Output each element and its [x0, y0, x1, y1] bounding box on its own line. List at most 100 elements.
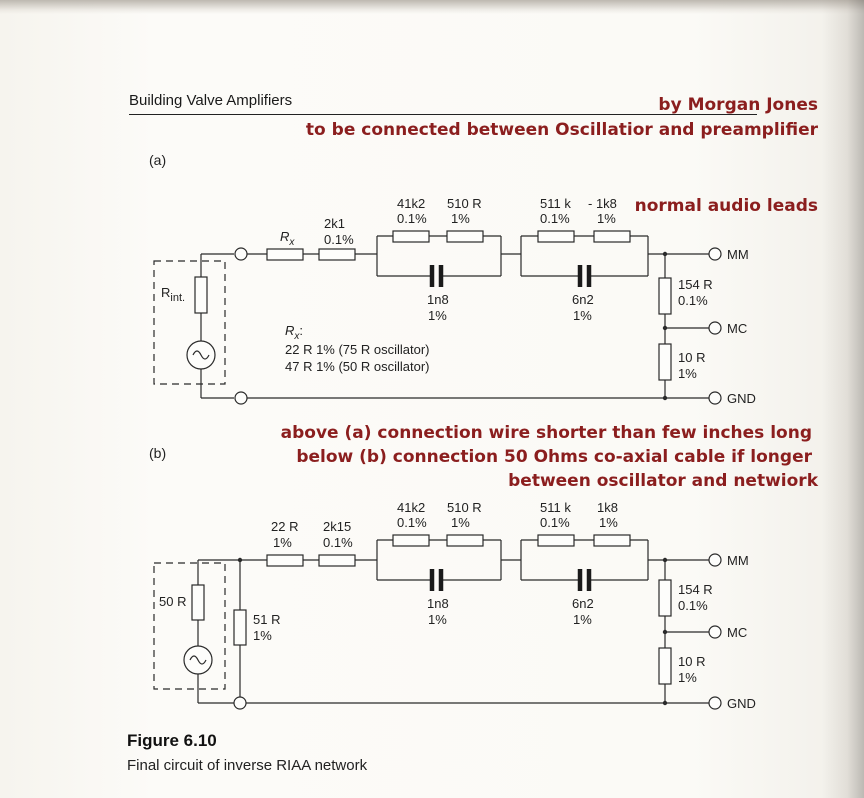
resistor-10-b — [658, 647, 672, 685]
resistor-1k8-b — [593, 534, 631, 547]
resistor-rx — [266, 248, 304, 261]
r-10-tol-a: 1% — [678, 366, 697, 381]
resistor-51r-b — [233, 609, 247, 646]
r-154-value-a: 154 R — [678, 277, 713, 292]
r-154-value-b: 154 R — [678, 582, 713, 597]
output-mc-label-a: MC — [727, 321, 747, 336]
leads-annotation: normal audio leads — [634, 196, 818, 216]
circuit-a-label: (a) — [149, 152, 167, 168]
r-51-tol-b: 1% — [253, 628, 272, 643]
output-mc-label-b: MC — [727, 625, 747, 640]
output-mm-label-a: MM — [727, 247, 749, 262]
output-mm-label-b: MM — [727, 553, 749, 568]
resistor-2k15-b — [318, 554, 356, 567]
figure-caption: Final circuit of inverse RIAA network — [127, 757, 368, 774]
resistor-154-b — [658, 579, 672, 617]
c-6n2-tol-b: 1% — [573, 612, 592, 627]
below-annotation-line2: between oscillator and netwiork — [508, 471, 818, 491]
r-41k2-tol-b: 0.1% — [397, 515, 427, 530]
resistor-154-a — [658, 277, 672, 315]
resistor-1k8-a — [593, 230, 631, 243]
book-title: Building Valve Amplifiers — [129, 92, 293, 109]
book-spine-shadow — [822, 0, 864, 798]
r-510-tol-a: 1% — [451, 211, 470, 226]
ground-terminal-b — [233, 696, 247, 710]
r-41k2-tol-a: 0.1% — [397, 211, 427, 226]
output-gnd-label-a: GND — [727, 391, 756, 406]
r-41k2-value-b: 41k2 — [397, 500, 425, 515]
r-510-value-a: 510 R — [447, 196, 482, 211]
header-rule — [129, 114, 757, 115]
resistor-10-a — [658, 343, 672, 381]
r-10-value-a: 10 R — [678, 350, 705, 365]
r-1k8-tol-a: 1% — [597, 211, 616, 226]
input-terminal-a — [234, 247, 248, 261]
terminal-gnd-b — [708, 696, 722, 710]
terminal-mm-b — [708, 553, 722, 567]
c-1n8-value-b: 1n8 — [427, 596, 449, 611]
r-10-value-b: 10 R — [678, 654, 705, 669]
resistor-22r-b — [266, 554, 304, 567]
above-annotation: above (a) connection wire shorter than f… — [280, 423, 812, 443]
r-154-tol-a: 0.1% — [678, 293, 708, 308]
c-1n8-value-a: 1n8 — [427, 292, 449, 307]
r-41k2-value-a: 41k2 — [397, 196, 425, 211]
rx-label: Rx — [280, 229, 295, 248]
scan-top-edge — [0, 0, 864, 14]
resistor-50r — [191, 584, 205, 621]
circuit-b-label: (b) — [149, 445, 167, 461]
author-annotation: by Morgan Jones — [658, 95, 818, 115]
r-510-value-b: 510 R — [447, 500, 482, 515]
r-22-tol-b: 1% — [273, 535, 292, 550]
resistor-41k2-a — [392, 230, 430, 243]
circuit-a: Rint. Rx 2k1 0.1% 41k2 0.1% 510 R 1% 1n8… — [153, 196, 756, 406]
below-annotation-line1: below (b) connection 50 Ohms co-axial ca… — [296, 447, 812, 467]
node-mm-a — [662, 251, 668, 257]
oscillator-box-b — [153, 562, 226, 690]
oscillator-box-a — [153, 260, 226, 385]
r-10-tol-b: 1% — [678, 670, 697, 685]
c-6n2-value-b: 6n2 — [572, 596, 594, 611]
r-510-tol-b: 1% — [451, 515, 470, 530]
resistor-510-a — [446, 230, 484, 243]
r-511k-tol-b: 0.1% — [540, 515, 570, 530]
resistor-2k1 — [318, 248, 356, 261]
stage2-wires-a — [520, 235, 709, 277]
r-50-label: 50 R — [159, 594, 186, 609]
resistor-rint — [194, 276, 208, 314]
resistor-511k-a — [537, 230, 575, 243]
rx-note-line2: 47 R 1% (50 R oscillator) — [285, 359, 430, 374]
r-51-value-b: 51 R — [253, 612, 280, 627]
terminal-mc-a — [708, 321, 722, 335]
r-22-value-b: 22 R — [271, 519, 298, 534]
r-511k-value-b: 511 k — [540, 500, 571, 515]
sine-wave-a-icon — [192, 350, 210, 360]
circuit-b: 50 R 22 R 1% 2k15 0.1% 51 R 1% 41k2 0.1%… — [153, 500, 756, 711]
output-gnd-label-b: GND — [727, 696, 756, 711]
node-mm-b — [662, 557, 668, 563]
rx-note-title: Rx: — [285, 323, 303, 342]
r-1k8-value-a: - 1k8 — [588, 196, 617, 211]
figure-number: Figure 6.10 — [127, 731, 217, 750]
r-511k-tol-a: 0.1% — [540, 211, 570, 226]
r-2k1-tol: 0.1% — [324, 232, 354, 247]
resistor-510-b — [446, 534, 484, 547]
stage1-wires-a — [376, 235, 521, 277]
r-2k15-tol-b: 0.1% — [323, 535, 353, 550]
ground-terminal-a — [234, 391, 248, 405]
r-154-tol-b: 0.1% — [678, 598, 708, 613]
stage1-wires-b — [376, 539, 521, 581]
r-511k-value-a: 511 k — [540, 196, 571, 211]
resistor-511k-b — [537, 534, 575, 547]
c-6n2-value-a: 6n2 — [572, 292, 594, 307]
r-1k8-value-b: 1k8 — [597, 500, 618, 515]
terminal-gnd-a — [708, 391, 722, 405]
r-2k15-value-b: 2k15 — [323, 519, 351, 534]
resistor-41k2-b — [392, 534, 430, 547]
c-1n8-tol-b: 1% — [428, 612, 447, 627]
node-mc-a — [662, 325, 668, 331]
c-1n8-tol-a: 1% — [428, 308, 447, 323]
rx-note-line1: 22 R 1% (75 R oscillator) — [285, 342, 430, 357]
sine-wave-b-icon — [189, 655, 207, 665]
